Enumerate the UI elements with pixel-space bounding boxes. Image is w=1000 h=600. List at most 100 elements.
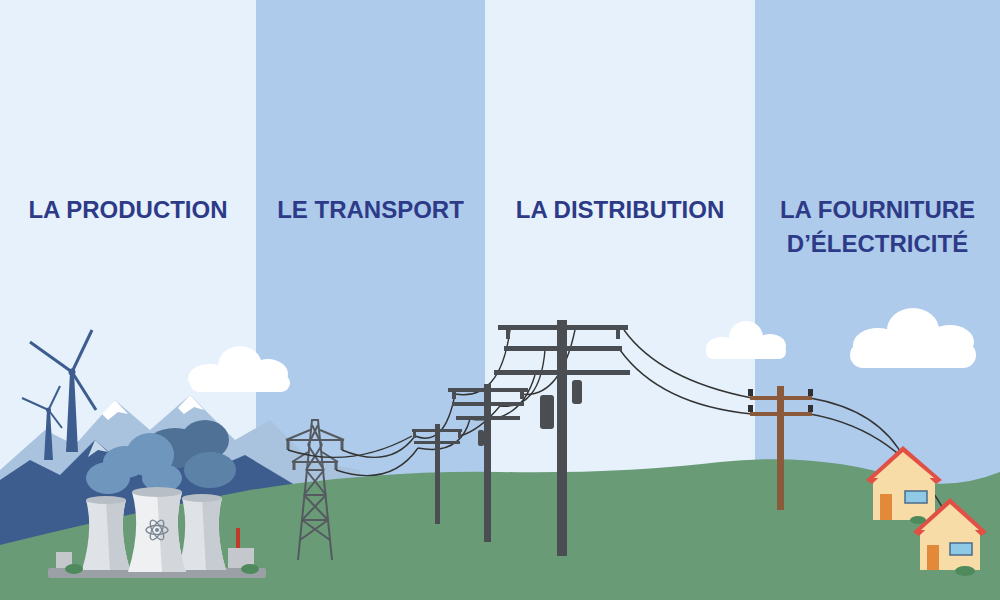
cloud bbox=[850, 342, 976, 368]
utility-pole bbox=[478, 430, 484, 446]
stage-title: LE TRANSPORT bbox=[256, 193, 485, 227]
house bbox=[866, 446, 987, 576]
ground bbox=[0, 459, 1000, 600]
utility-pole bbox=[448, 388, 528, 392]
house bbox=[873, 476, 935, 520]
wooden-pole bbox=[750, 412, 812, 416]
utility-pole bbox=[504, 346, 622, 351]
wind-turbine bbox=[44, 410, 53, 460]
utility-pole bbox=[616, 330, 620, 339]
power-line bbox=[342, 436, 415, 457]
utility-pole bbox=[452, 402, 524, 406]
house bbox=[874, 452, 934, 478]
pylon bbox=[300, 425, 330, 540]
power-line bbox=[500, 350, 545, 406]
wooden-pole bbox=[777, 386, 784, 510]
nuclear-plant bbox=[236, 528, 240, 548]
cloud bbox=[706, 321, 786, 359]
utility-pole bbox=[498, 325, 628, 330]
cloud bbox=[850, 308, 976, 368]
nuclear-plant bbox=[146, 518, 168, 542]
nuclear-plant bbox=[148, 518, 167, 542]
power-line bbox=[470, 375, 535, 420]
wooden-pole bbox=[748, 405, 753, 412]
utility-pole bbox=[413, 432, 416, 438]
nuclear-plant bbox=[155, 528, 159, 532]
pylon bbox=[288, 440, 342, 470]
mountains bbox=[102, 400, 128, 420]
nuclear-plant bbox=[65, 564, 83, 574]
nuclear-plant bbox=[132, 487, 182, 497]
house bbox=[921, 504, 979, 530]
mountains bbox=[178, 395, 204, 414]
wind-turbine bbox=[30, 342, 72, 372]
nuclear-plant bbox=[86, 496, 126, 504]
utility-pole bbox=[540, 395, 554, 429]
utility-pole bbox=[452, 392, 456, 399]
nuclear-plant bbox=[48, 487, 266, 578]
wooden-pole bbox=[808, 389, 813, 396]
nuclear-plant bbox=[178, 498, 226, 570]
wind-turbine bbox=[22, 330, 96, 460]
power-line bbox=[418, 419, 470, 449]
nuclear-plant bbox=[82, 500, 130, 570]
nuclear-plant bbox=[106, 500, 130, 570]
house bbox=[913, 498, 987, 536]
steam bbox=[184, 452, 236, 488]
utility-pole bbox=[412, 429, 462, 432]
utility-pole bbox=[456, 416, 520, 420]
utility-pole bbox=[520, 392, 524, 399]
pylon bbox=[302, 470, 328, 520]
house bbox=[920, 528, 980, 570]
wind-turbine bbox=[22, 398, 49, 410]
house bbox=[880, 494, 892, 520]
house bbox=[955, 566, 975, 576]
utility-pole bbox=[414, 441, 460, 444]
wooden-pole bbox=[750, 396, 812, 400]
wooden-pole bbox=[748, 386, 813, 510]
mountains bbox=[88, 440, 108, 457]
utility-pole bbox=[494, 370, 630, 375]
ground bbox=[0, 459, 1000, 600]
wind-turbine bbox=[72, 330, 92, 372]
power-line bbox=[288, 330, 945, 512]
house bbox=[905, 491, 927, 503]
power-line bbox=[624, 330, 752, 398]
cloud bbox=[190, 374, 290, 392]
power-line bbox=[620, 350, 752, 414]
cloud bbox=[188, 308, 976, 392]
utility-pole bbox=[458, 432, 461, 438]
house bbox=[950, 543, 972, 555]
nuclear-plant bbox=[148, 518, 167, 542]
house bbox=[927, 545, 939, 570]
utility-pole bbox=[557, 320, 567, 556]
power-line bbox=[288, 436, 412, 457]
wooden-pole bbox=[748, 389, 753, 396]
utility-pole bbox=[435, 424, 440, 524]
stage-title: LA DISTRIBUTION bbox=[485, 193, 755, 227]
wooden-pole bbox=[808, 405, 813, 412]
nuclear-plant bbox=[146, 526, 168, 535]
nuclear-plant bbox=[128, 492, 186, 572]
utility-pole bbox=[484, 384, 491, 542]
wind-turbine bbox=[72, 372, 96, 410]
wind-turbine bbox=[49, 410, 63, 428]
pylon bbox=[286, 420, 344, 560]
power-line bbox=[455, 330, 510, 395]
stage-title: LA FOURNITURE D’ÉLECTRICITÉ bbox=[755, 193, 1000, 261]
nuclear-plant bbox=[202, 498, 226, 570]
house bbox=[910, 516, 926, 524]
power-line bbox=[336, 448, 418, 476]
nuclear-plant bbox=[241, 564, 259, 574]
wind-turbine bbox=[49, 386, 61, 410]
house bbox=[866, 446, 942, 484]
utility-pole bbox=[572, 380, 582, 404]
wind-turbine bbox=[66, 372, 78, 452]
utility-pole bbox=[506, 330, 510, 339]
wooden-pole bbox=[748, 389, 813, 412]
cloud bbox=[188, 346, 290, 392]
cloud bbox=[706, 344, 786, 359]
steam bbox=[86, 420, 236, 494]
nuclear-plant bbox=[182, 494, 222, 502]
